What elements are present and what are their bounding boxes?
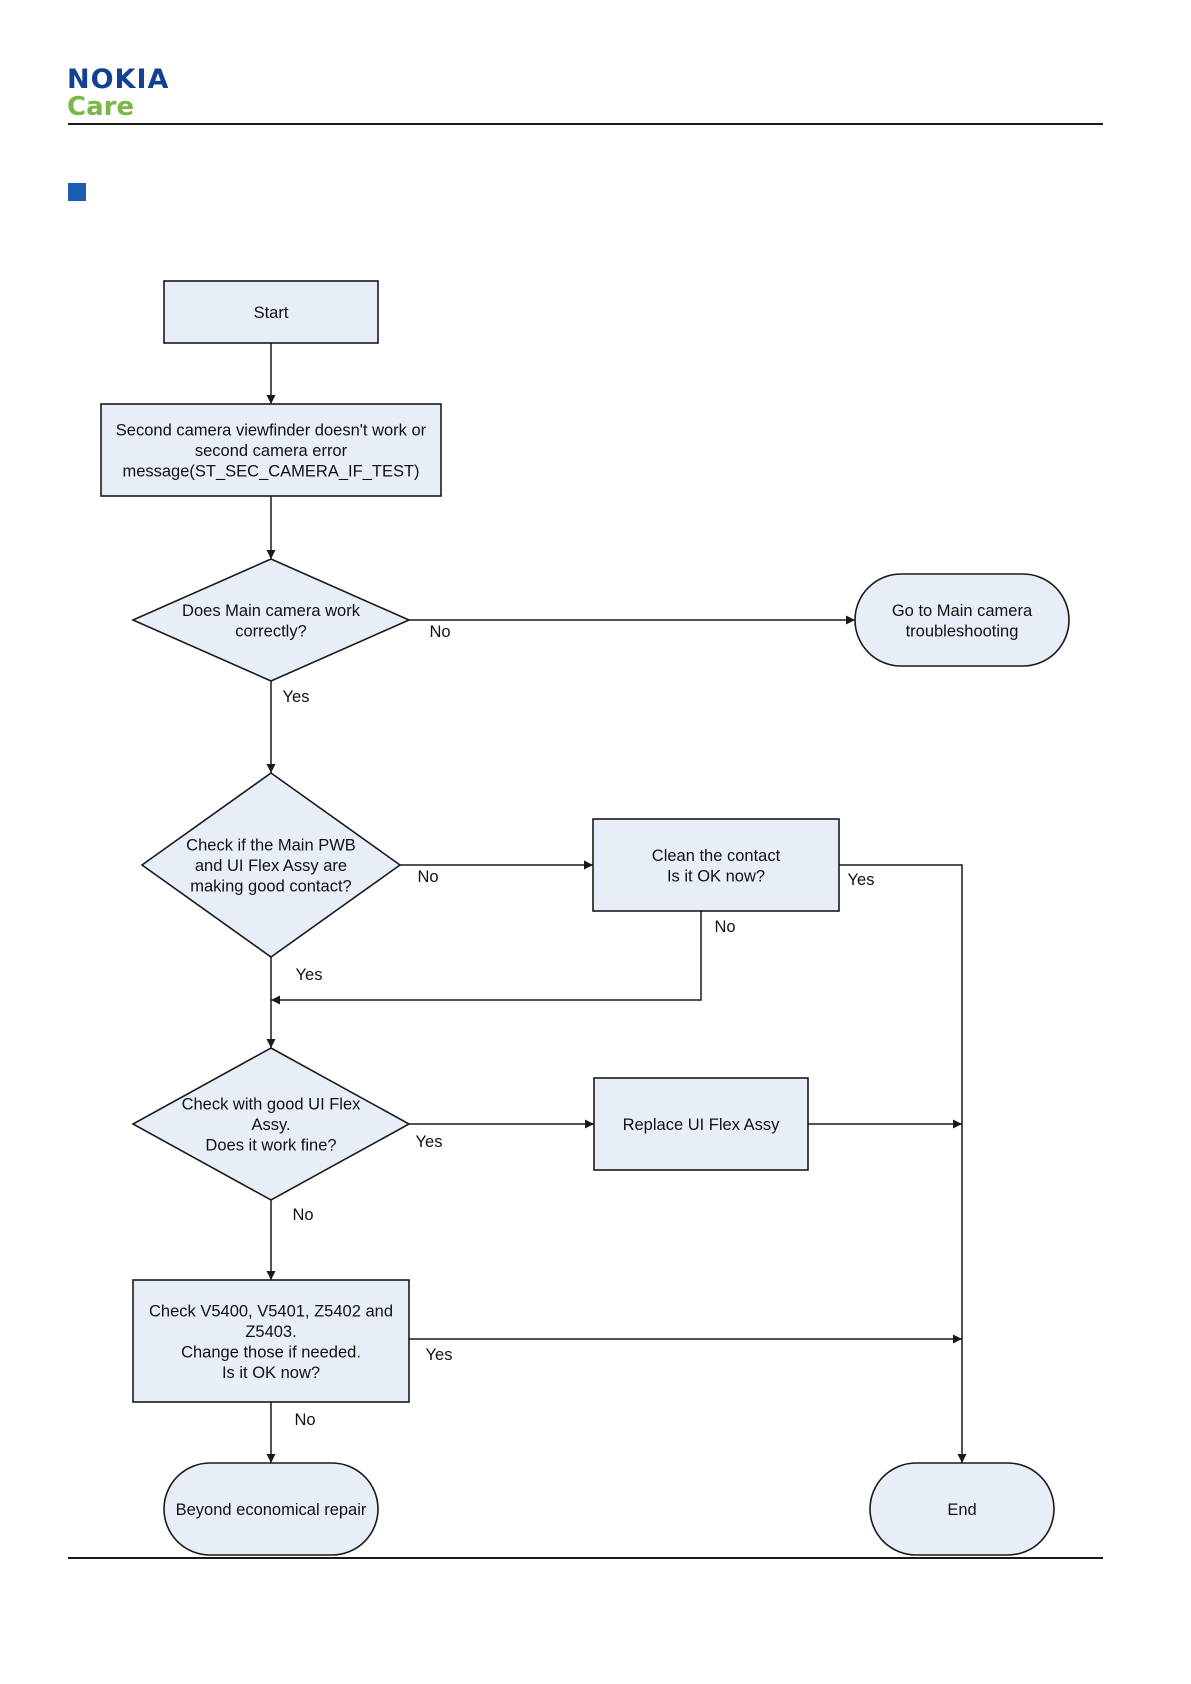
node-check-parts-text: Check V5400, V5401, Z5402 and bbox=[149, 1302, 393, 1320]
edge-label-q-main-camera-to-q-contact: Yes bbox=[283, 688, 310, 706]
edge-label-q-contact-to-q-flex: Yes bbox=[296, 966, 323, 984]
node-replace-flex-shape bbox=[593, 1077, 809, 1171]
node-symptom: Second camera viewfinder doesn't work or… bbox=[100, 403, 442, 497]
node-goto-main: Go to Main camera troubleshooting bbox=[854, 573, 1070, 667]
node-check-parts-text: Z5403. bbox=[245, 1323, 296, 1341]
edge-clean-contact-to-end bbox=[839, 864, 967, 1463]
node-end: End bbox=[869, 1462, 1055, 1556]
node-q-contact-text: Check if the Main PWB bbox=[186, 837, 356, 855]
node-q-main-camera-text: Does Main camera work bbox=[182, 602, 361, 620]
node-check-parts-text: Is it OK now? bbox=[222, 1364, 320, 1382]
node-end-shape bbox=[869, 1462, 1055, 1556]
node-q-main-camera-shape bbox=[131, 558, 411, 682]
edge-label-q-flex-to-replace-flex: Yes bbox=[416, 1133, 443, 1151]
node-q-main-camera: Does Main camera work correctly? bbox=[131, 558, 411, 682]
edge-label-check-parts-to-beyond-repair: No bbox=[294, 1411, 315, 1429]
node-q-flex-text: Check with good UI Flex bbox=[182, 1096, 362, 1114]
edge-label-q-contact-to-clean-contact: No bbox=[417, 868, 438, 886]
node-beyond-repair-shape bbox=[163, 1462, 379, 1556]
node-beyond-repair: Beyond economical repair bbox=[163, 1462, 379, 1556]
node-check-parts-shape bbox=[132, 1279, 410, 1403]
node-q-flex-shape bbox=[131, 1047, 411, 1201]
node-replace-flex-text: Replace UI Flex Assy bbox=[623, 1116, 781, 1134]
node-start-text: Start bbox=[254, 304, 289, 322]
nokia-logo: NOKIA bbox=[67, 64, 170, 95]
footer-divider bbox=[68, 1557, 1103, 1559]
node-symptom-text: second camera error bbox=[195, 442, 348, 460]
edge-clean-contact-to-q-flex bbox=[271, 911, 702, 1005]
care-logo-text: Care bbox=[67, 92, 135, 122]
node-goto-main-shape bbox=[854, 573, 1070, 667]
node-q-contact: Check if the Main PWB and UI Flex Assy ar… bbox=[140, 772, 402, 958]
node-clean-contact-text: Is it OK now? bbox=[667, 867, 765, 885]
edge-label-q-flex-to-check-parts: No bbox=[292, 1206, 313, 1224]
node-q-flex-text: Does it work fine? bbox=[205, 1137, 336, 1155]
node-q-contact-shape bbox=[140, 772, 402, 958]
node-q-contact-text: and UI Flex Assy are bbox=[195, 857, 347, 875]
node-q-main-camera-text: correctly? bbox=[235, 622, 307, 640]
edge-label-q-main-camera-to-goto-main: No bbox=[429, 623, 450, 641]
edge-label-check-parts-to-end: Yes bbox=[426, 1346, 453, 1364]
node-goto-main-text: troubleshooting bbox=[906, 622, 1019, 640]
node-symptom-text: message(ST_SEC_CAMERA_IF_TEST) bbox=[122, 463, 419, 481]
header-divider bbox=[68, 123, 1103, 125]
node-goto-main-text: Go to Main camera bbox=[892, 602, 1033, 620]
node-replace-flex: Replace UI Flex Assy bbox=[593, 1077, 809, 1171]
node-symptom-text: Second camera viewfinder doesn't work or bbox=[116, 422, 427, 440]
node-clean-contact: Clean the contact Is it OK now? bbox=[592, 818, 840, 912]
node-start: Start bbox=[163, 280, 379, 344]
node-beyond-repair-text: Beyond economical repair bbox=[176, 1501, 367, 1519]
node-q-flex-text: Assy. bbox=[251, 1116, 290, 1134]
node-clean-contact-shape bbox=[592, 818, 840, 912]
node-start-shape bbox=[163, 280, 379, 344]
edge-label-clean-contact-to-q-flex: No bbox=[714, 918, 735, 936]
edge-label-clean-contact-to-end: Yes bbox=[848, 871, 875, 889]
node-end-text: End bbox=[947, 1501, 976, 1519]
node-clean-contact-text: Clean the contact bbox=[652, 847, 781, 865]
node-check-parts-text: Change those if needed. bbox=[181, 1343, 361, 1361]
section-marker-icon bbox=[68, 183, 86, 201]
node-q-contact-text: making good contact? bbox=[190, 878, 351, 896]
node-symptom-shape bbox=[100, 403, 442, 497]
